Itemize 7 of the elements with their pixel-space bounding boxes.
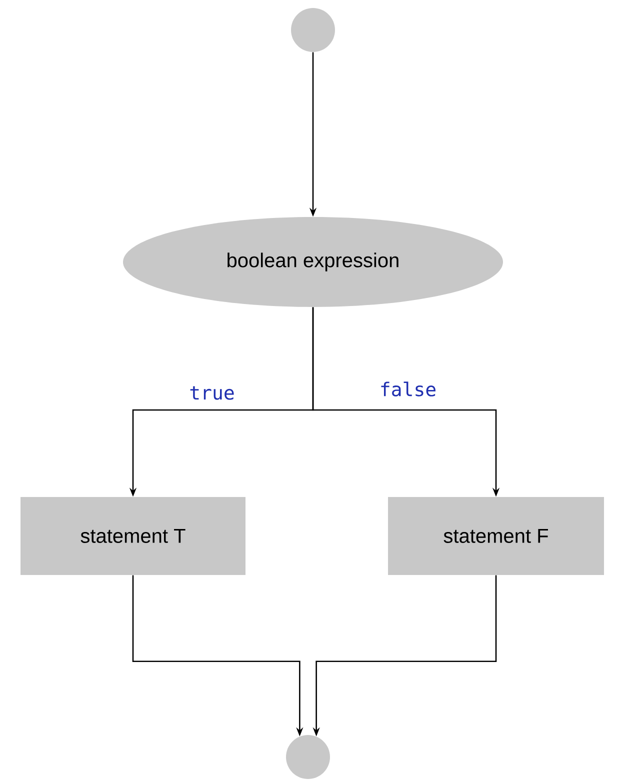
- circle-node: [286, 735, 330, 779]
- statement-box: statement F: [388, 497, 604, 575]
- circle-node: [291, 8, 335, 52]
- statement-box: statement T: [20, 497, 246, 575]
- edge-label: false: [381, 382, 436, 396]
- ellipse-node: boolean expression: [123, 217, 503, 307]
- edge-label: true: [190, 386, 234, 400]
